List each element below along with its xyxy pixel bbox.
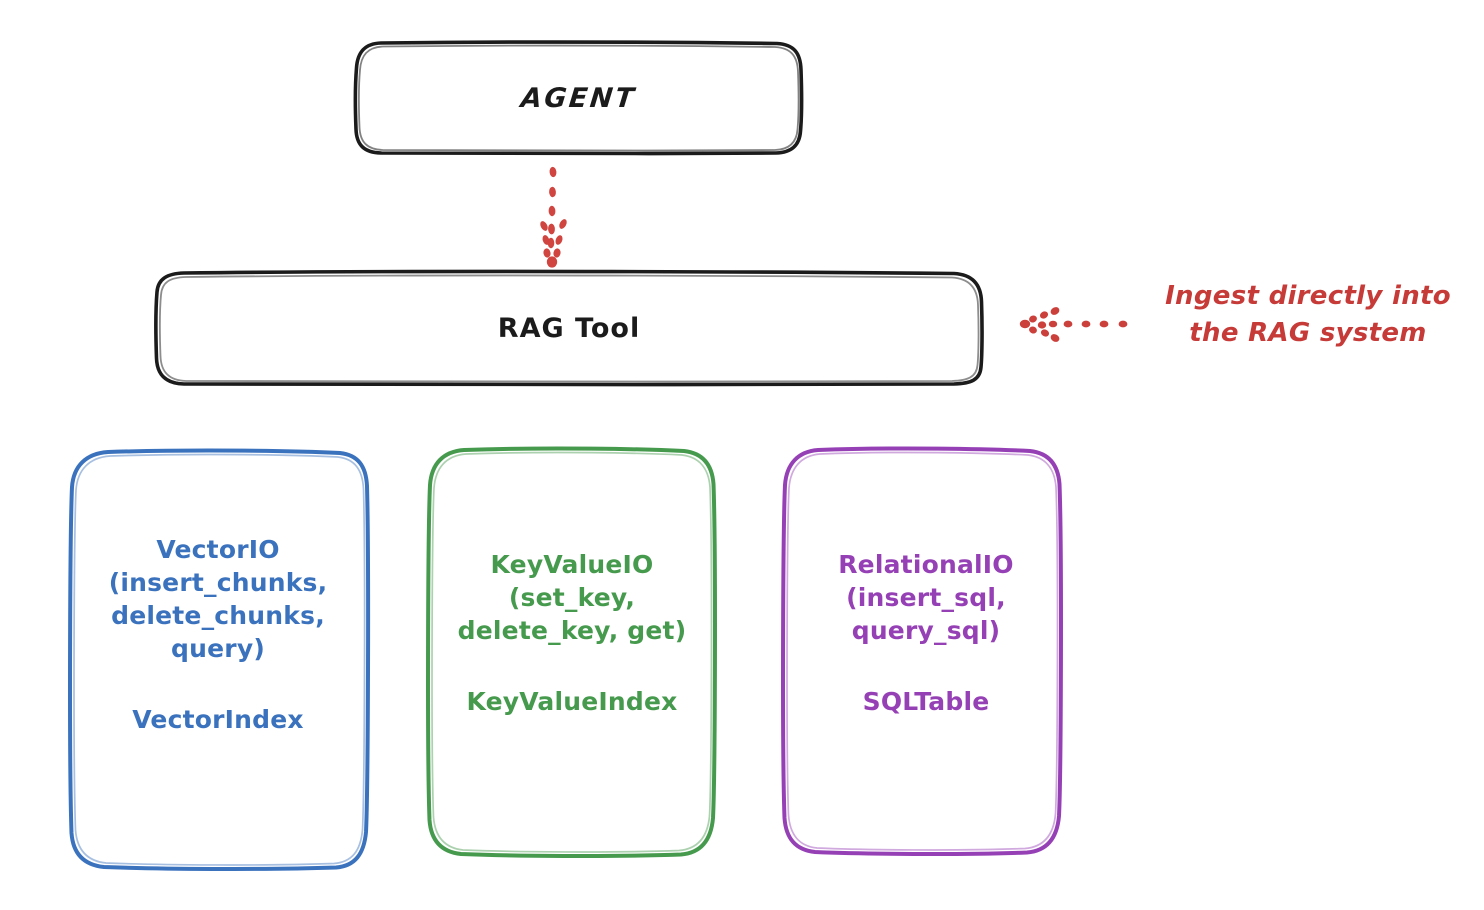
edge-agent-to-rag-tool-icon [540,166,567,268]
store-card-relational-shape[interactable] [781,446,1063,856]
edge-annotation-to-rag-tool-icon [1019,307,1128,342]
store-card-keyvalue-shape[interactable] [426,446,717,858]
store-card-vector-shape[interactable] [68,448,371,871]
ingest-annotation-line-1: Ingest directly into [1165,281,1451,311]
rag-tool-box-shape[interactable] [154,269,984,387]
agent-box-shape[interactable] [353,40,804,156]
ingest-annotation: Ingest directly into the RAG system [1148,278,1468,352]
ingest-annotation-line-2: the RAG system [1189,317,1427,348]
